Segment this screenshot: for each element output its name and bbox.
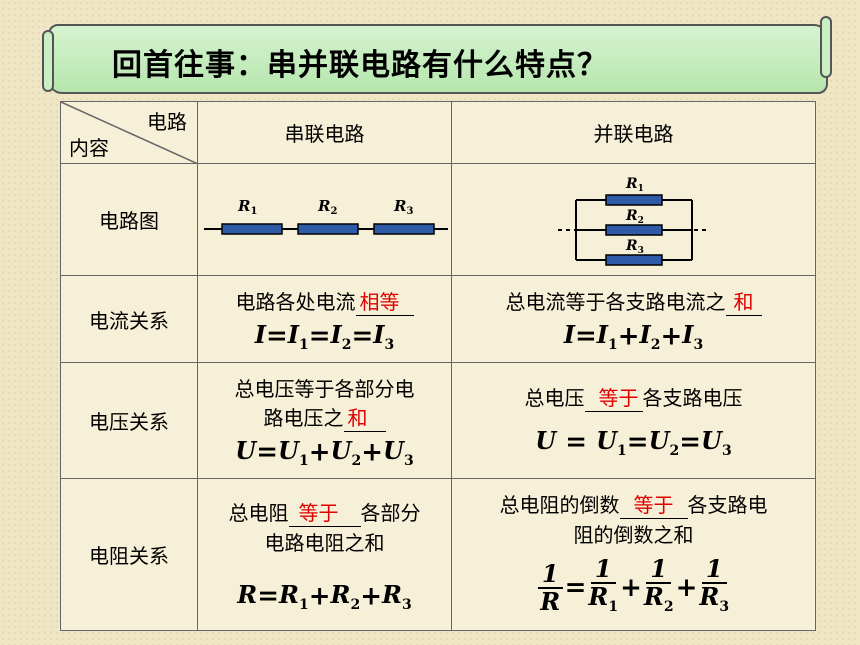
parallel-r2-label: R2 — [625, 208, 644, 226]
series-voltage-cell: 总电压等于各部分电 路电压之和 U=U1+U2+U3 — [197, 362, 452, 479]
parallel-voltage-text-2: 各支路电压 — [642, 386, 743, 411]
series-voltage-formula: U=U1+U2+U3 — [235, 435, 414, 469]
scroll-curl-right — [820, 16, 832, 78]
series-r3-label: R3 — [393, 197, 413, 217]
parallel-voltage-cell: 总电压等于各支路电压 U = U1=U2=U3 — [451, 362, 816, 479]
parallel-current-cell: 总电流等于各支路电流之和 I=I1+I2+I3 — [451, 275, 816, 363]
row-label-resistance: 电阻关系 — [60, 478, 198, 631]
header-series: 串联电路 — [197, 101, 452, 164]
parallel-voltage-text-1: 总电压 — [524, 386, 585, 411]
series-resistance-text-2: 各部分 — [360, 500, 421, 525]
series-voltage-text-2: 路电压之 — [263, 405, 344, 430]
series-circuit-diagram: R1 R2 R3 — [197, 163, 452, 276]
parallel-current-answer: 和 — [725, 286, 762, 316]
parallel-resistance-text-2: 各支路电 — [687, 493, 768, 518]
parallel-voltage-answer: 等于 — [584, 382, 643, 413]
row-label-current: 电流关系 — [60, 275, 198, 363]
title-banner: 回首往事：串并联电路有什么特点？ — [42, 16, 832, 94]
parallel-r1-label: R1 — [625, 176, 644, 194]
row-label-diagram: 电路图 — [60, 163, 198, 276]
series-resistance-text-1: 总电阻 — [228, 500, 289, 525]
diagonal-divider — [61, 102, 198, 164]
corner-header-cell: 电路 内容 — [60, 101, 198, 164]
corner-label-content: 内容 — [69, 136, 109, 160]
parallel-voltage-formula: U = U1=U2=U3 — [535, 426, 732, 459]
parallel-resistance-text-3: 阻的倒数之和 — [573, 523, 694, 548]
series-resistance-text-3: 电路电阻之和 — [264, 530, 385, 555]
series-voltage-answer: 和 — [343, 402, 386, 432]
series-circuit-svg: R1 R2 R3 — [203, 197, 448, 235]
series-r2-label: R2 — [317, 197, 337, 217]
parallel-current-formula: I=I1+I2+I3 — [563, 319, 704, 353]
series-voltage-text-1: 总电压等于各部分电 — [234, 376, 415, 401]
series-r1-label: R1 — [237, 197, 257, 217]
page-title: 回首往事：串并联电路有什么特点？ — [112, 48, 608, 83]
parallel-resistance-answer: 等于 — [619, 489, 688, 520]
corner-label-circuit: 电路 — [147, 110, 187, 134]
series-resistance-answer: 等于 — [288, 497, 361, 527]
series-resistance-formula: R=R1+R2+R3 — [237, 579, 412, 613]
header-parallel: 并联电路 — [451, 101, 816, 164]
row-label-voltage: 电压关系 — [60, 362, 198, 479]
parallel-current-text: 总电流等于各支路电流之 — [505, 289, 726, 314]
parallel-circuit-diagram: R1 R2 R3 — [451, 163, 816, 276]
comparison-table: 电路 内容 串联电路 并联电路 电路图 R1 R2 R3 — [60, 101, 816, 631]
series-current-text: 电路各处电流 — [235, 289, 356, 314]
series-current-answer: 相等 — [355, 286, 414, 316]
parallel-circuit-svg: R1 R2 R3 — [557, 176, 710, 266]
series-current-cell: 电路各处电流相等 I=I1=I2=I3 — [197, 275, 452, 363]
parallel-resistance-text-1: 总电阻的倒数 — [499, 493, 620, 518]
parallel-r3-label: R3 — [625, 238, 644, 256]
series-resistance-cell: 总电阻等于各部分 电路电阻之和 R=R1+R2+R3 — [197, 478, 452, 631]
scroll-curl-left — [42, 30, 54, 92]
series-current-formula: I=I1=I2=I3 — [254, 319, 395, 353]
